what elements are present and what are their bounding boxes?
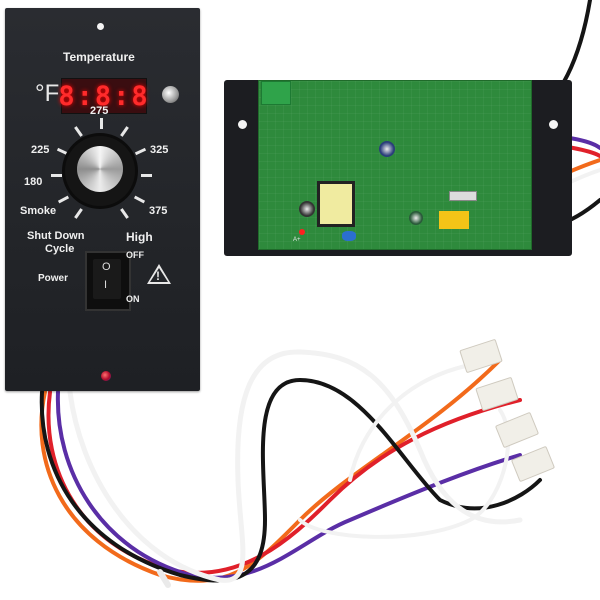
transformer bbox=[317, 181, 355, 227]
relay bbox=[439, 211, 469, 229]
indicator-led bbox=[101, 371, 111, 381]
power-rocker-switch[interactable]: O I bbox=[85, 251, 131, 311]
dial-tick bbox=[74, 126, 83, 137]
dial-tick bbox=[74, 208, 83, 219]
rocker: O I bbox=[93, 259, 121, 299]
warning-triangle-icon bbox=[147, 264, 171, 284]
dial-label-high: High bbox=[126, 230, 153, 244]
terminal-block bbox=[261, 81, 291, 105]
off-symbol: O bbox=[102, 261, 111, 273]
mounting-hole-left bbox=[238, 120, 247, 129]
dial-tick bbox=[133, 195, 146, 204]
dial-label-275: 275 bbox=[90, 105, 109, 117]
unit-label: °F bbox=[35, 80, 60, 107]
switch-off-label: OFF bbox=[126, 250, 144, 260]
control-panel: Temperature °F 8:8:8 275 225 325 180 Smo… bbox=[5, 8, 200, 391]
power-label: Power bbox=[38, 273, 69, 284]
fuse bbox=[449, 191, 477, 201]
dial-label-375: 375 bbox=[149, 205, 168, 217]
temperature-title: Temperature bbox=[63, 50, 135, 64]
dial-tick bbox=[141, 174, 152, 177]
circuit-board: A+ bbox=[258, 80, 532, 250]
knob-cap bbox=[77, 146, 123, 192]
shutdown-label-line2: Cycle bbox=[45, 243, 75, 255]
pcb-marking: A+ bbox=[293, 237, 301, 243]
dial-tick bbox=[57, 195, 70, 204]
dial-tick bbox=[56, 147, 69, 156]
capacitor bbox=[409, 211, 423, 225]
dial-tick bbox=[100, 118, 103, 129]
probe-jack-icon bbox=[162, 86, 179, 103]
dial-label-325: 325 bbox=[150, 144, 169, 156]
mounting-hole-right bbox=[549, 120, 558, 129]
capacitor bbox=[299, 201, 315, 217]
red-led bbox=[299, 229, 305, 235]
temperature-dial-knob[interactable] bbox=[65, 136, 135, 206]
dial-label-180: 180 bbox=[24, 176, 43, 188]
warning-mark: ! bbox=[156, 269, 160, 283]
dial-tick bbox=[120, 126, 129, 137]
dial-label-smoke: Smoke bbox=[20, 205, 57, 217]
dial-tick bbox=[51, 174, 62, 177]
on-symbol: I bbox=[104, 279, 108, 291]
dial-tick bbox=[120, 208, 129, 219]
dial-label-225: 225 bbox=[31, 144, 50, 156]
capacitor bbox=[379, 141, 395, 157]
dial-tick bbox=[134, 147, 147, 156]
temperature-display: 8:8:8 bbox=[58, 78, 150, 114]
switch-on-label: ON bbox=[126, 294, 140, 304]
display-digits: 8:8:8 bbox=[58, 80, 150, 112]
mounting-hole-top bbox=[97, 23, 104, 30]
shutdown-label-line1: Shut Down bbox=[27, 230, 85, 242]
blue-capacitor bbox=[342, 231, 356, 241]
